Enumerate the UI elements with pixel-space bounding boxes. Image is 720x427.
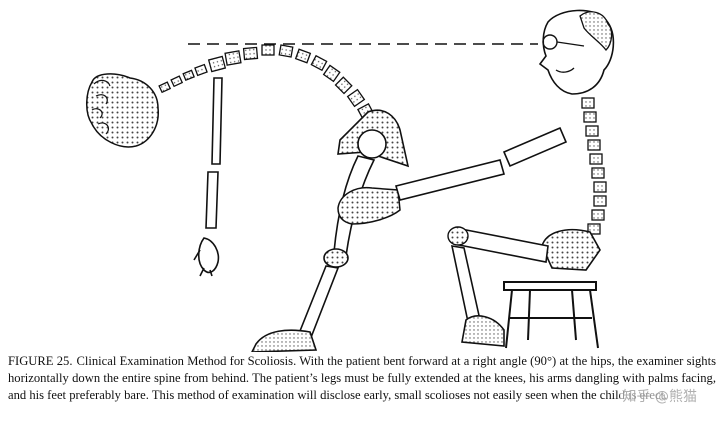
examiner-lower-leg [450, 245, 505, 347]
patient-spine [158, 44, 375, 121]
scoliosis-exam-illustration [86, 9, 615, 352]
patient-pelvis [337, 109, 410, 168]
examiner-spine [581, 97, 607, 235]
examiner-head [538, 9, 615, 95]
stool [503, 281, 599, 349]
caption-label: FIGURE 25. [8, 354, 73, 368]
examiner-pelvis [447, 226, 601, 271]
examiner-hand [337, 186, 401, 225]
patient-legs [251, 155, 376, 352]
patient-head [86, 73, 159, 148]
caption-text: Clinical Examination Method for Scoliosi… [8, 354, 716, 402]
examiner-arm [395, 126, 568, 201]
figure-caption: FIGURE 25.Clinical Examination Method fo… [8, 353, 716, 404]
patient-arm [193, 77, 223, 277]
watermark: 知乎 @熊猫 [619, 386, 700, 406]
